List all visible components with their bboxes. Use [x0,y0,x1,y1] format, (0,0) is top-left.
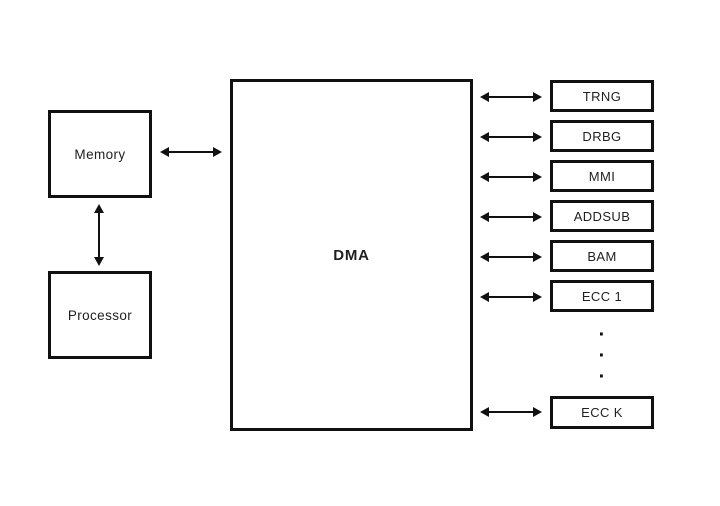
module-label: ADDSUB [573,208,631,224]
arrowhead-right-icon [533,212,542,222]
arrowhead-left-icon [480,132,489,142]
arrowhead-up-icon [94,204,104,213]
arrowhead-left-icon [480,92,489,102]
arrowhead-right-icon [533,252,542,262]
bidirectional-arrow-dma-drbg [480,131,542,143]
memory-box: Memory [48,110,152,198]
processor-label: Processor [67,307,133,323]
arrowhead-down-icon [94,257,104,266]
arrowhead-left-icon [160,147,169,157]
module-box-bam: BAM [550,240,654,272]
module-label: MMI [588,168,616,184]
module-label: ECC 1 [581,288,623,304]
module-label: ECC K [581,405,623,420]
arrow-shaft [169,151,213,153]
dma-box: DMA [230,79,473,431]
arrowhead-left-icon [480,212,489,222]
arrowhead-right-icon [533,407,542,417]
bidirectional-arrow-dma-mmi [480,171,542,183]
ellipsis-dot: · [598,345,606,367]
arrow-shaft [489,136,533,138]
arrowhead-left-icon [480,172,489,182]
module-box-mmi: MMI [550,160,654,192]
ellipsis-dot: · [598,366,606,388]
arrow-shaft [98,213,100,257]
module-box-drbg: DRBG [550,120,654,152]
arrow-shaft [489,216,533,218]
module-label: DRBG [582,128,622,144]
arrowhead-right-icon [533,292,542,302]
arrow-shaft [489,411,533,413]
arrowhead-right-icon [533,92,542,102]
module-box-trng: TRNG [550,80,654,112]
vertical-ellipsis: · · · [595,324,609,388]
processor-box: Processor [48,271,152,359]
arrowhead-right-icon [213,147,222,157]
arrowhead-left-icon [480,407,489,417]
bidirectional-arrow-memory-dma [160,146,222,158]
bidirectional-arrow-memory-processor [93,204,105,266]
dma-label: DMA [333,246,370,264]
module-box-ecc1: ECC 1 [550,280,654,312]
bidirectional-arrow-dma-ecc1 [480,291,542,303]
ellipsis-dot: · [598,324,606,346]
arrow-shaft [489,296,533,298]
bidirectional-arrow-dma-addsub [480,211,542,223]
bidirectional-arrow-dma-trng [480,91,542,103]
arrow-shaft [489,96,533,98]
module-box-ecck: ECC K [550,396,654,429]
arrowhead-right-icon [533,132,542,142]
arrow-shaft [489,176,533,178]
bidirectional-arrow-dma-ecck [480,406,542,418]
module-label: BAM [587,248,617,264]
arrow-shaft [489,256,533,258]
arrowhead-left-icon [480,292,489,302]
module-label: TRNG [582,88,622,104]
arrowhead-left-icon [480,252,489,262]
bidirectional-arrow-dma-bam [480,251,542,263]
module-box-addsub: ADDSUB [550,200,654,232]
memory-label: Memory [74,146,126,162]
arrowhead-right-icon [533,172,542,182]
